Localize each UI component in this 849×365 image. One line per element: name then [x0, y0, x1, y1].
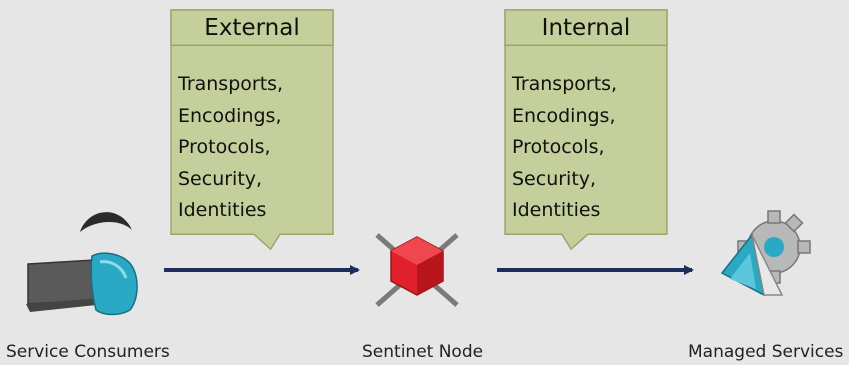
- external-item: Identities: [178, 199, 267, 221]
- internal-item: Transports,: [512, 73, 618, 95]
- internal-callout-shape: [504, 9, 668, 251]
- external-items: Transports, Encodings, Protocols, Securi…: [178, 69, 338, 227]
- service-consumers-label: Service Consumers: [6, 342, 170, 362]
- managed-services-icon: [720, 210, 811, 297]
- external-callout-shape: [170, 9, 334, 251]
- internal-item: Security,: [512, 167, 597, 190]
- sentinet-node-icon: [375, 233, 459, 307]
- service-consumer-icon: [26, 212, 138, 316]
- internal-item: Identities: [512, 199, 601, 221]
- external-item: Protocols,: [178, 136, 271, 158]
- external-item: Security,: [178, 167, 263, 190]
- internal-callout: Internal Transports, Encodings, Protocol…: [498, 9, 674, 269]
- sentinet-node-label: Sentinet Node: [362, 342, 484, 362]
- internal-title: Internal: [541, 15, 631, 41]
- managed-services-label: Managed Services: [688, 342, 844, 362]
- internal-item: Protocols,: [512, 136, 605, 158]
- internal-items: Transports, Encodings, Protocols, Securi…: [512, 69, 672, 227]
- external-title: External: [204, 15, 300, 41]
- internal-item: Encodings,: [512, 104, 616, 127]
- external-item: Encodings,: [178, 104, 282, 127]
- external-callout: External Transports, Encodings, Protocol…: [164, 9, 340, 269]
- external-item: Transports,: [178, 73, 284, 95]
